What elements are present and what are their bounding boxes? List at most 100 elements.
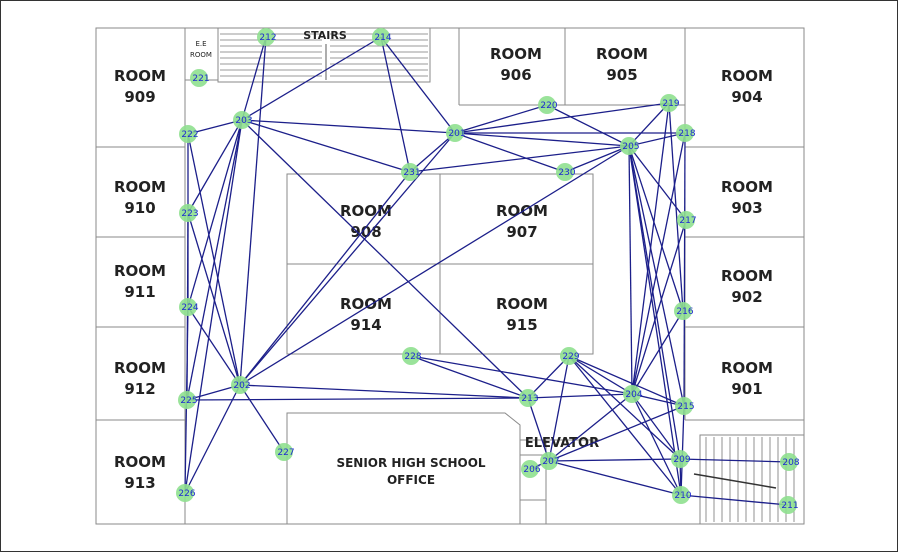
node-marker: [660, 94, 678, 112]
edge-213-229: [527, 355, 570, 399]
node-label: 216: [676, 307, 693, 317]
edge-212-203: [241, 36, 267, 121]
node-label: 220: [540, 101, 557, 111]
node-marker: [560, 347, 578, 365]
edge-207-210: [548, 460, 682, 496]
node-marker: [676, 124, 694, 142]
node-marker: [179, 125, 197, 143]
node-marker: [671, 450, 689, 468]
node-marker: [623, 385, 641, 403]
edge-204-210: [631, 393, 682, 496]
node-label: 205: [622, 142, 639, 152]
node-label: 215: [677, 402, 694, 412]
node-227: 227: [275, 443, 295, 461]
edge-209-208: [679, 458, 790, 463]
edge-229-207: [548, 355, 570, 462]
node-212: 212: [257, 28, 277, 46]
edge-205-204: [628, 145, 633, 395]
node-marker: [780, 453, 798, 471]
edge-203-213: [241, 119, 529, 399]
node-220: 220: [538, 96, 558, 114]
elevator-label: ELEVATOR: [525, 436, 599, 451]
node-marker: [190, 69, 208, 87]
node-204: 204: [623, 385, 643, 403]
edge-201-220: [454, 104, 548, 134]
node-228: 228: [402, 347, 422, 365]
node-label: 224: [181, 303, 198, 313]
node-label: 229: [562, 352, 579, 362]
node-label: 213: [521, 394, 538, 404]
edge-204-229: [568, 355, 633, 395]
edge-213-204: [527, 393, 633, 399]
node-209: 209: [671, 450, 691, 468]
node-marker: [677, 211, 695, 229]
node-225: 225: [178, 391, 198, 409]
node-230: 230: [556, 163, 576, 181]
edge-213-207: [527, 397, 550, 462]
node-marker: [231, 376, 249, 394]
node-marker: [538, 96, 556, 114]
node-201: 201: [446, 124, 466, 142]
edge-214-201: [380, 36, 456, 134]
node-229: 229: [560, 347, 580, 365]
edge-218-215: [683, 132, 686, 407]
edge-218-204: [631, 132, 686, 395]
edge-210-211: [680, 494, 789, 506]
edge-202-213: [239, 384, 529, 399]
edge-213-228: [410, 355, 529, 399]
node-marker: [372, 28, 390, 46]
node-label: 231: [403, 168, 420, 178]
edge-201-231: [409, 132, 456, 173]
node-label: 228: [404, 352, 421, 362]
edge-203-226: [184, 119, 243, 494]
edge-212-202: [239, 36, 267, 386]
edge-202-227: [239, 384, 285, 453]
node-label: 214: [374, 33, 391, 43]
node-label: 217: [679, 216, 696, 226]
node-marker: [179, 204, 197, 222]
node-202: 202: [231, 376, 251, 394]
node-213: 213: [519, 389, 539, 407]
node-label: 211: [781, 501, 798, 511]
edge-225-213: [186, 397, 529, 401]
edge-201-219: [454, 102, 670, 134]
node-216: 216: [674, 302, 694, 320]
edge-229-215: [568, 355, 685, 407]
node-215: 215: [675, 397, 695, 415]
node-label: 226: [178, 489, 195, 499]
edge-204-207: [548, 393, 633, 462]
edge-204-216: [631, 310, 684, 395]
edge-203-224: [187, 119, 243, 308]
node-marker: [402, 347, 420, 365]
node-marker: [620, 137, 638, 155]
edge-214-231: [380, 36, 411, 173]
edge-201-205: [454, 132, 630, 147]
node-marker: [674, 302, 692, 320]
edge-204-209: [631, 393, 681, 460]
node-marker: [257, 28, 275, 46]
edge-202-226: [184, 384, 241, 494]
node-label: 219: [662, 99, 679, 109]
edge-219-216: [668, 102, 684, 312]
edge-202-231: [239, 171, 411, 386]
edge-214-203: [241, 36, 382, 121]
node-label: 201: [448, 129, 465, 139]
node-label: 207: [542, 457, 559, 467]
node-207: 207: [540, 452, 560, 470]
node-marker: [675, 397, 693, 415]
edge-205-209: [628, 145, 681, 460]
node-203: 203: [233, 111, 253, 129]
edge-201-230: [454, 132, 566, 173]
room-907-label: ROOM907: [496, 202, 548, 241]
node-label: 225: [180, 396, 197, 406]
node-205: 205: [620, 137, 640, 155]
edge-207-215: [548, 405, 685, 462]
